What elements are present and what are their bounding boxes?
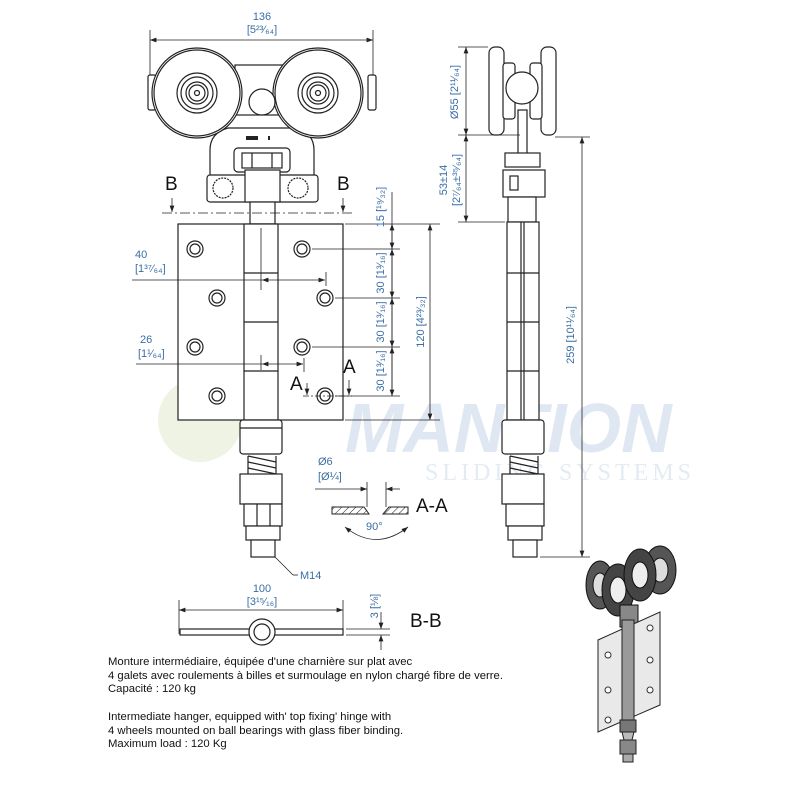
width-dim-in: [5²³⁄₆₄] xyxy=(247,24,277,36)
countersink-angle: 90° xyxy=(366,521,383,533)
adjust-dim-mm: 53±14 xyxy=(438,165,450,196)
hole-offset-bottom-in: [1¹⁄₆₄] xyxy=(138,348,165,360)
description-en: Intermediate hanger, equipped with' top … xyxy=(108,711,403,752)
description-line: Maximum load : 120 Kg xyxy=(108,738,227,750)
section-b-marker-right: B xyxy=(337,174,350,195)
section-b-marker-left: B xyxy=(165,174,178,195)
section-aa: Ø6 [Ø¼] 90° A-A xyxy=(315,456,448,540)
plate-length-mm: 100 xyxy=(253,583,271,595)
hole-pitch-dim-1: 30 [1³⁄₁₆] xyxy=(375,252,387,293)
hole-dia-in: [Ø¼] xyxy=(318,471,342,483)
mounting-holes xyxy=(186,240,334,405)
watermark-tagline: SLIDING SYSTEMS xyxy=(425,460,695,486)
product-illustration xyxy=(585,545,677,763)
total-height-dim: 259 [10¹¹⁄₆₄] xyxy=(565,306,577,364)
top-offset-dim: 15 [¹⁹⁄₃₂] xyxy=(375,187,387,227)
width-dim-mm: 136 xyxy=(253,11,271,23)
thread-label: M14 xyxy=(300,570,321,582)
hole-pitch-dim-2: 30 [1³⁄₁₆] xyxy=(375,301,387,342)
front-view: 136 [5²³⁄₆₄] B B xyxy=(132,11,440,582)
hole-offset-top-in: [1³⁷⁄₆₄] xyxy=(135,263,166,275)
description-line: Capacité : 120 kg xyxy=(108,683,196,695)
hole-dia-mm: Ø6 xyxy=(318,456,333,468)
plate-length-in: [3¹⁵⁄₁₆] xyxy=(247,596,277,608)
adjust-dim-in: [2⁷⁄₆₄±³⁵⁄₆₄] xyxy=(451,154,463,206)
wheel-diameter-dim: Ø55 [2¹¹⁄₆₄] xyxy=(449,65,461,119)
wheel-right xyxy=(272,47,364,139)
section-bb-title: B-B xyxy=(410,611,442,632)
hole-offset-top-mm: 40 xyxy=(135,249,147,261)
side-view: Ø55 [2¹¹⁄₆₄] 53±14 [2⁷⁄₆₄±³⁵⁄₆₄] 259 [10… xyxy=(438,46,590,558)
section-bb: 100 [3¹⁵⁄₁₆] 3 [⅛] B-B xyxy=(178,583,442,650)
section-a-marker-left: A xyxy=(290,374,303,395)
hole-pitch-dim-3: 30 [1³⁄₁₆] xyxy=(375,350,387,391)
plate-thickness: 3 [⅛] xyxy=(369,594,381,618)
section-a-marker-right: A xyxy=(343,357,356,378)
description-line: 4 galets avec roulements à billes et sur… xyxy=(108,669,503,682)
wheel-left xyxy=(151,47,243,139)
plate-height-dim: 120 [4²³⁄₃₂] xyxy=(415,296,427,348)
section-aa-title: A-A xyxy=(416,496,448,517)
description-fr: Monture intermédiaire, équipée d'une cha… xyxy=(108,656,503,697)
description-line: Monture intermédiaire, équipée d'une cha… xyxy=(108,656,413,668)
description-line: 4 wheels mounted on ball bearings with g… xyxy=(108,724,404,737)
hole-offset-bottom-mm: 26 xyxy=(140,334,152,346)
description-line: Intermediate hanger, equipped with' top … xyxy=(108,711,392,723)
